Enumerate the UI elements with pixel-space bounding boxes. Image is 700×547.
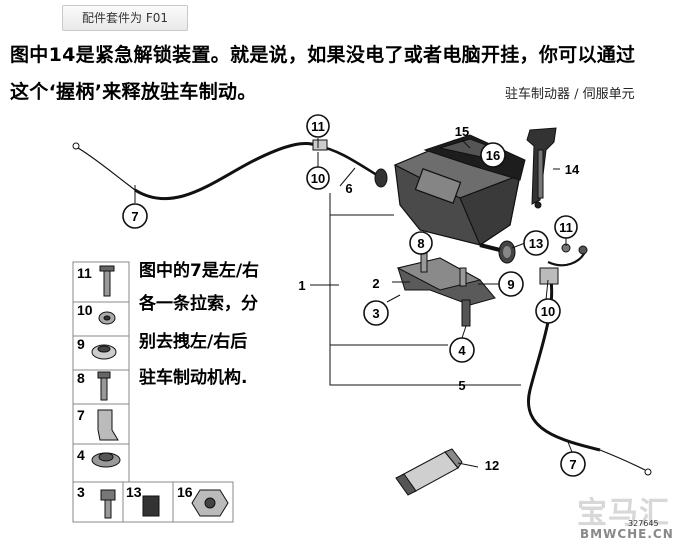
callout-16	[480, 142, 506, 168]
callout-10-right	[535, 298, 561, 324]
legend-label-7: 7	[77, 407, 85, 423]
callout-14-text: 14	[565, 162, 580, 177]
callout-7-right	[560, 451, 586, 477]
callout-10-right-text: 10	[541, 304, 555, 319]
legend-label-4: 4	[77, 447, 85, 463]
callout-10-top	[306, 166, 330, 190]
headline-line-2: 这个‘握柄’来释放驻车制动。	[10, 81, 257, 103]
callout-7-left-text: 7	[131, 209, 138, 224]
annotation-line-3: 别去拽左/右后	[139, 332, 248, 352]
callout-12-text: 12	[485, 458, 499, 473]
doc-number: 327645	[628, 519, 659, 528]
callout-13	[523, 230, 549, 256]
leader-lines	[134, 138, 573, 468]
legend-label-11: 11	[77, 265, 92, 281]
emergency-release-handle-14	[526, 127, 557, 209]
cable-bracket-right	[539, 243, 588, 285]
callout-8	[409, 231, 433, 255]
cable-left	[72, 142, 319, 201]
callout-16-text: 16	[486, 148, 500, 163]
legend-part-icons	[91, 265, 229, 519]
grease-tube-12	[395, 448, 463, 496]
callout-6-text: 6	[345, 181, 352, 196]
bracket-2	[396, 249, 496, 327]
legend-label-13: 13	[126, 484, 142, 500]
callout-9-text: 9	[507, 277, 514, 292]
callout-9	[498, 271, 524, 297]
callout-11-right-text: 11	[559, 220, 573, 235]
callout-7-right-text: 7	[569, 457, 576, 472]
legend-label-9: 9	[77, 336, 85, 352]
legend-label-3: 3	[77, 484, 85, 500]
callout-15-text: 15	[455, 124, 469, 139]
parts-kit-button[interactable]: 配件套件为 F01	[62, 5, 188, 31]
callout-4-text: 4	[458, 343, 466, 358]
callout-11-top	[306, 114, 330, 138]
callout-3	[363, 300, 389, 326]
legend-label-16: 16	[177, 484, 193, 500]
callout-10-top-text: 10	[311, 171, 325, 186]
legend-label-8: 8	[77, 370, 85, 386]
clip-top	[312, 139, 328, 151]
callout-3-text: 3	[372, 306, 379, 321]
annotation-line-1: 图中的7是左/右	[139, 261, 260, 281]
callout-4	[449, 337, 475, 363]
callout-11-top-text: 11	[311, 119, 325, 134]
annotation-line-4: 驻车制动机构.	[139, 368, 248, 388]
callout-11-right	[554, 215, 578, 239]
headline-line-1: 图中14是紧急解锁装置。就是说，如果没电了或者电脑开挂，你可以通过	[10, 44, 636, 66]
grommet-left	[374, 168, 388, 188]
callout-2-text: 2	[372, 276, 379, 291]
watermark-logo: 宝马汇	[577, 496, 670, 531]
annotation-line-2: 各一条拉索，分	[139, 294, 258, 314]
diagram-subtitle: 驻车制动器 / 伺服单元	[505, 87, 635, 102]
callout-8-text: 8	[417, 236, 424, 251]
callout-1-text: 1	[298, 278, 305, 293]
grommet-13	[498, 240, 516, 264]
watermark-url: BMWCHE.CN	[580, 527, 674, 541]
legend-label-10: 10	[77, 302, 93, 318]
callout-5-text: 5	[458, 378, 465, 393]
callouts	[122, 114, 586, 477]
callout-7-left	[122, 203, 148, 229]
callout-13-text: 13	[529, 236, 543, 251]
